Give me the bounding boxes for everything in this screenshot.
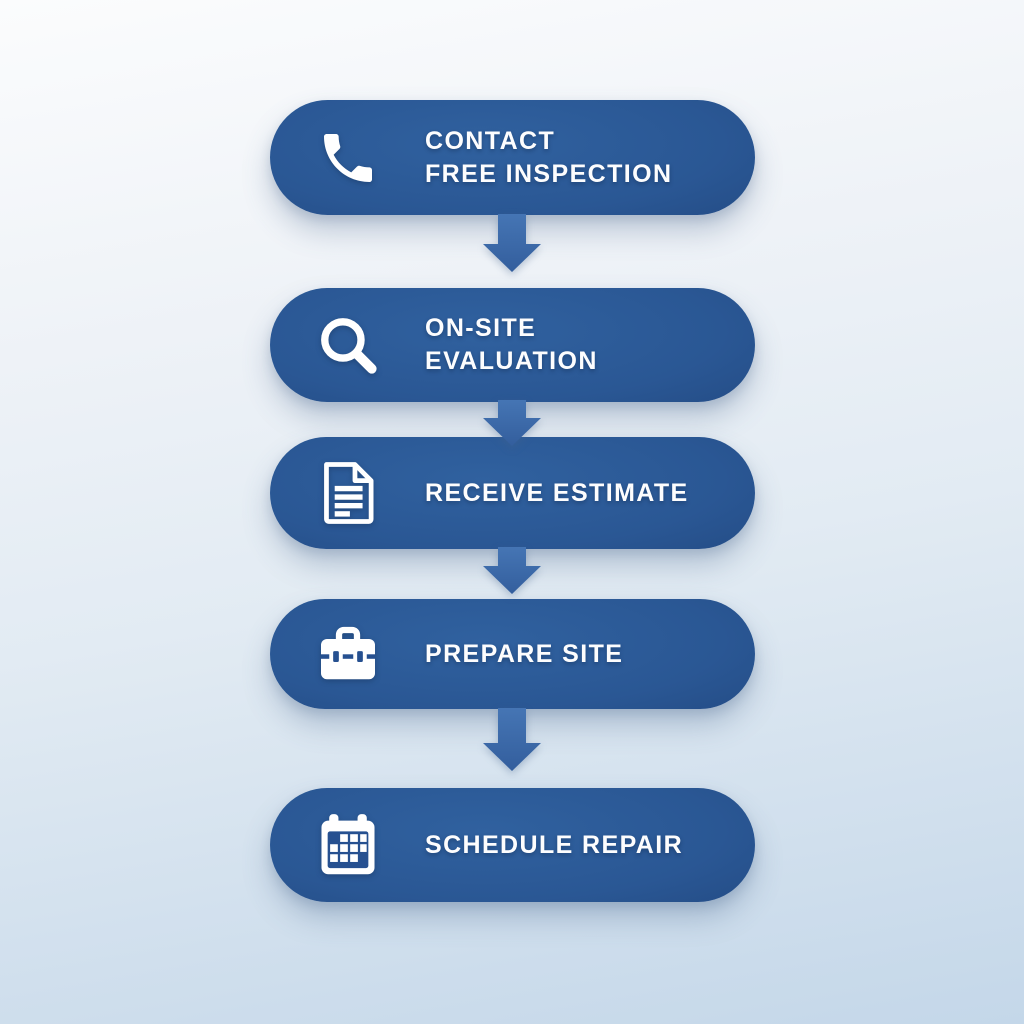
toolbox-icon: [270, 618, 425, 690]
step-label: RECEIVE ESTIMATE: [425, 477, 755, 510]
step-receive-estimate: RECEIVE ESTIMATE: [270, 437, 755, 549]
down-arrow: [483, 400, 541, 446]
step-label-line2: FREE INSPECTION: [425, 159, 673, 188]
step-label-line1: RECEIVE ESTIMATE: [425, 478, 689, 507]
step-contact-free-inspection: CONTACT FREE INSPECTION: [270, 100, 755, 215]
step-prepare-site: PREPARE SITE: [270, 599, 755, 709]
step-label-line1: ON-SITE: [425, 314, 537, 342]
calendar-icon: [270, 808, 425, 882]
down-arrow: [483, 547, 541, 594]
step-label-line2: EVALUATION: [425, 347, 598, 375]
step-label: ON-SITE EVALUATION: [425, 312, 755, 378]
step-label: CONTACT FREE INSPECTION: [425, 125, 755, 191]
phone-icon: [270, 126, 425, 190]
step-schedule-repair: SCHEDULE REPAIR: [270, 788, 755, 902]
step-label: SCHEDULE REPAIR: [425, 829, 755, 862]
step-label-line1: SCHEDULE REPAIR: [425, 830, 684, 859]
down-arrow: [483, 708, 541, 771]
step-label-line1: CONTACT: [425, 126, 556, 155]
search-icon: [270, 311, 425, 379]
document-icon: [270, 455, 425, 531]
step-label-line1: PREPARE SITE: [425, 639, 624, 668]
down-arrow: [483, 214, 541, 272]
step-label: PREPARE SITE: [425, 638, 755, 671]
step-on-site-evaluation: ON-SITE EVALUATION: [270, 288, 755, 402]
